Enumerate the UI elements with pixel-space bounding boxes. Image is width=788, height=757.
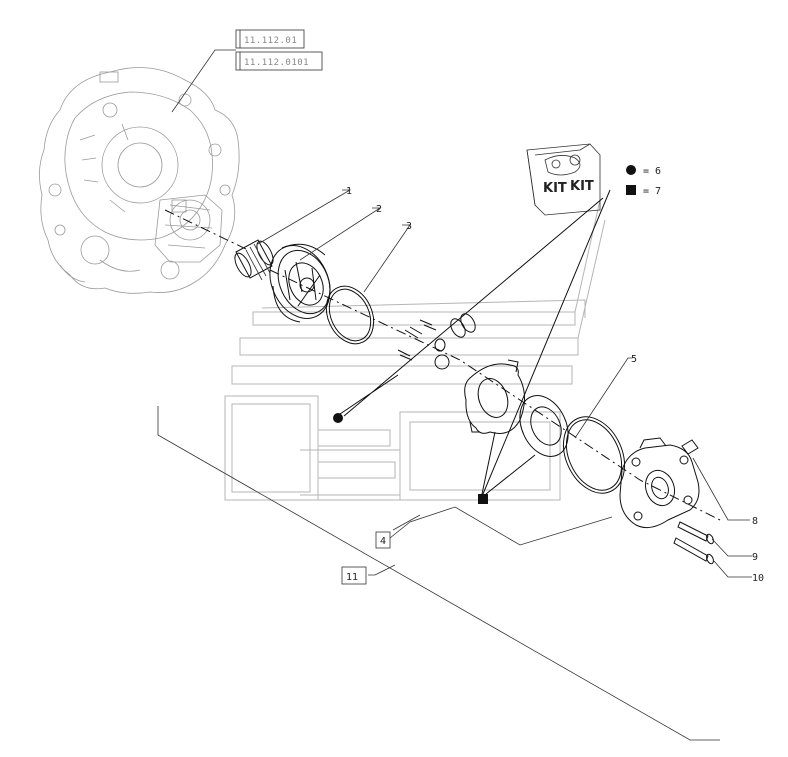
reference-box-1 bbox=[235, 29, 305, 49]
part-10-bolt bbox=[673, 537, 714, 565]
callout-4: 4 bbox=[380, 536, 386, 547]
callout-leaders bbox=[157, 189, 752, 741]
part-washer bbox=[519, 395, 569, 457]
kit-legend: KIT KIT = 6 = 7 bbox=[526, 143, 661, 216]
part-3-snap-ring bbox=[325, 285, 375, 345]
part-5-o-ring bbox=[563, 416, 625, 494]
part-1-splined-shaft bbox=[234, 239, 274, 281]
part-8-pin bbox=[681, 439, 699, 455]
callout-3: 3 bbox=[406, 221, 412, 232]
callout-2: 2 bbox=[376, 204, 382, 215]
callout-5: 5 bbox=[631, 354, 637, 365]
axis-line-a bbox=[164, 209, 249, 251]
reference-leader bbox=[171, 49, 236, 113]
kit-7-marker bbox=[478, 494, 488, 504]
part-4-pump-cover bbox=[619, 437, 700, 529]
legend-square-icon bbox=[626, 185, 636, 195]
axis-line-b bbox=[269, 269, 721, 521]
legend-circle-icon bbox=[626, 165, 636, 175]
callout-1: 1 bbox=[346, 186, 352, 197]
kit-label-right: KIT bbox=[570, 179, 594, 194]
kit-6-leaders bbox=[339, 197, 604, 417]
callout-10: 10 bbox=[752, 573, 764, 584]
kit-7-leaders bbox=[481, 189, 611, 495]
callout-labels: 1 2 3 5 8 9 10 4 11 bbox=[341, 186, 764, 585]
reference-label-2: 11.112.0101 bbox=[244, 58, 309, 68]
legend-square-text: = 7 bbox=[643, 186, 661, 197]
brand-logo-watermark bbox=[224, 199, 606, 501]
small-seal-parts bbox=[397, 313, 476, 370]
reference-label-1: 11.112.01 bbox=[244, 36, 297, 46]
kit-label-left: KIT bbox=[543, 181, 567, 196]
transmission-housing-icon bbox=[39, 67, 240, 294]
part-2-pump-plate bbox=[269, 243, 331, 323]
callout-11-box bbox=[341, 566, 367, 585]
reference-labels: 11.112.01 11.112.0101 bbox=[171, 29, 323, 113]
callout-9: 9 bbox=[752, 552, 758, 563]
callout-11: 11 bbox=[346, 572, 358, 583]
callout-8: 8 bbox=[752, 516, 758, 527]
part-thrust-plate bbox=[464, 359, 525, 434]
reference-box-2 bbox=[235, 51, 323, 71]
part-9-bolt bbox=[677, 521, 714, 545]
callout-4-box bbox=[375, 531, 391, 549]
kit-6-marker bbox=[333, 413, 343, 423]
legend-circle-text: = 6 bbox=[643, 166, 661, 177]
